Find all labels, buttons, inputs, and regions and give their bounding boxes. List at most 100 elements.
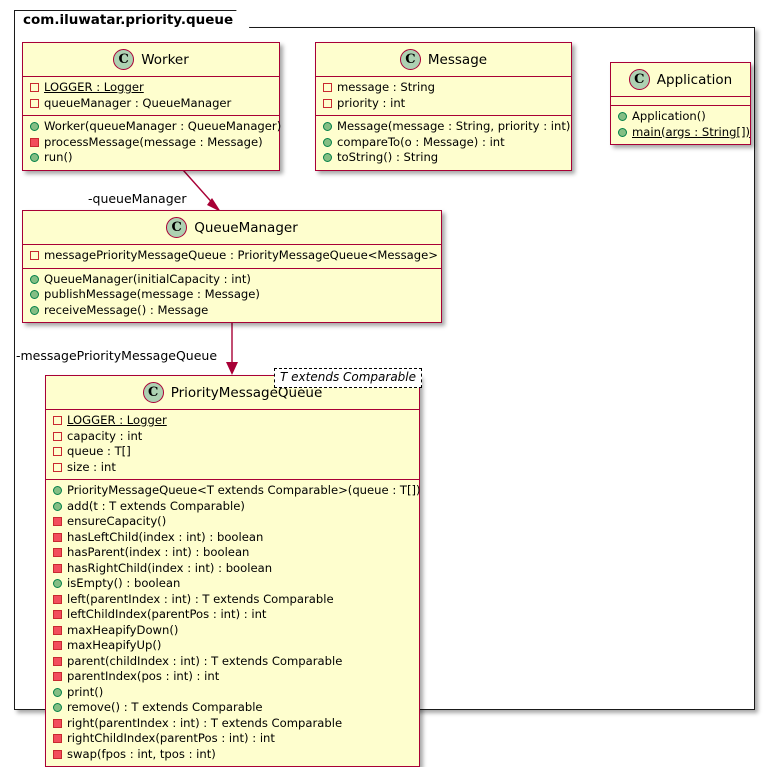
member-label: parentIndex(pos : int) : int	[67, 669, 220, 683]
member-label: QueueManager(initialCapacity : int)	[44, 271, 251, 286]
member-row: messagePriorityMessageQueue : PriorityMe…	[27, 248, 438, 264]
member-row: processMessage(message : Message)	[27, 135, 275, 151]
member-row: LOGGER : Logger	[27, 80, 275, 96]
public-visibility-icon	[323, 122, 332, 132]
member-label: swap(fpos : int, tpos : int)	[67, 746, 216, 761]
member-row: leftChildIndex(parentPos : int) : int	[50, 607, 415, 623]
private-method-icon	[53, 610, 62, 620]
class-box-queue-manager[interactable]: C QueueManager messagePriorityMessageQue…	[22, 210, 442, 323]
member-row: rightChildIndex(parentPos : int) : int	[50, 731, 415, 747]
member-label: capacity : int	[67, 428, 143, 443]
member-row: remove() : T extends Comparable	[50, 700, 415, 716]
class-title-worker: Worker	[141, 51, 189, 68]
member-row: hasParent(index : int) : boolean	[50, 545, 415, 561]
member-row: main(args : String[])	[615, 125, 750, 141]
member-label: ensureCapacity()	[67, 514, 167, 528]
public-visibility-icon	[53, 579, 62, 589]
fields-compartment-queue-manager: messagePriorityMessageQueue : PriorityMe…	[23, 244, 441, 268]
member-label: hasLeftChild(index : int) : boolean	[67, 529, 264, 544]
member-row: Worker(queueManager : QueueManager)	[27, 119, 281, 135]
private-method-icon	[53, 718, 62, 728]
public-visibility-icon	[618, 112, 627, 122]
member-row: Application()	[615, 109, 746, 125]
member-row: QueueManager(initialCapacity : int)	[27, 272, 437, 288]
public-visibility-icon	[30, 153, 39, 163]
member-label: size : int	[67, 459, 116, 474]
class-header-priority-message-queue: C PriorityMessageQueue	[46, 376, 419, 409]
private-field-icon	[53, 462, 62, 472]
member-row: message : String	[320, 80, 567, 96]
member-label: LOGGER : Logger	[44, 80, 144, 94]
member-row: maxHeapifyDown()	[50, 623, 415, 639]
member-row: Message(message : String, priority : int…	[320, 119, 571, 135]
member-row: hasRightChild(index : int) : boolean	[50, 561, 415, 577]
member-row: LOGGER : Logger	[50, 413, 415, 429]
class-box-application[interactable]: C Application Application()main(args : S…	[610, 62, 751, 145]
class-title-application: Application	[656, 71, 733, 88]
member-label: rightChildIndex(parentPos : int) : int	[67, 731, 275, 745]
public-visibility-icon	[30, 122, 39, 132]
member-label: messagePriorityMessageQueue : PriorityMe…	[44, 248, 438, 262]
member-label: right(parentIndex : int) : T extends Com…	[67, 715, 343, 730]
private-method-icon	[53, 594, 62, 604]
public-visibility-icon	[30, 305, 39, 315]
member-row: publishMessage(message : Message)	[27, 287, 437, 303]
private-field-icon	[323, 98, 332, 108]
member-label: remove() : T extends Comparable	[67, 700, 263, 714]
class-header-worker: C Worker	[23, 43, 279, 76]
member-row: capacity : int	[50, 429, 415, 445]
private-method-icon	[53, 517, 62, 527]
class-header-queue-manager: C QueueManager	[23, 211, 441, 244]
package-label: com.iluwatar.priority.queue	[14, 10, 250, 28]
member-label: maxHeapifyDown()	[67, 622, 179, 637]
member-label: hasParent(index : int) : boolean	[67, 545, 250, 559]
member-label: maxHeapifyUp()	[67, 638, 162, 652]
private-method-icon	[53, 656, 62, 666]
public-visibility-icon	[53, 687, 62, 697]
member-label: main(args : String[])	[632, 124, 751, 139]
member-label: parent(childIndex : int) : T extends Com…	[67, 653, 343, 668]
member-label: print()	[67, 684, 104, 699]
member-row: priority : int	[320, 96, 567, 112]
member-row: receiveMessage() : Message	[27, 303, 437, 319]
type-parameter-box: T extends Comparable	[274, 368, 423, 388]
member-row: maxHeapifyUp()	[50, 638, 415, 654]
member-row: compareTo(o : Message) : int	[320, 135, 567, 151]
private-method-icon	[53, 672, 62, 682]
member-row: toString() : String	[320, 150, 567, 166]
private-method-icon	[53, 532, 62, 542]
member-row: hasLeftChild(index : int) : boolean	[50, 530, 415, 546]
member-row: ensureCapacity()	[50, 514, 415, 530]
private-method-icon	[53, 548, 62, 558]
class-title-priority-message-queue: PriorityMessageQueue	[170, 384, 323, 401]
public-visibility-icon	[323, 137, 332, 147]
private-method-icon	[53, 749, 62, 759]
member-label: Application()	[632, 109, 706, 123]
member-label: receiveMessage() : Message	[44, 302, 209, 317]
link-label-message-priority-message-queue: -messagePriorityMessageQueue	[16, 348, 218, 363]
member-label: hasRightChild(index : int) : boolean	[67, 560, 273, 575]
private-field-icon	[30, 251, 39, 261]
member-row: swap(fpos : int, tpos : int)	[50, 747, 415, 763]
member-label: Message(message : String, priority : int…	[337, 119, 571, 133]
private-method-icon	[53, 734, 62, 744]
member-label: Worker(queueManager : QueueManager)	[44, 119, 282, 133]
member-row: add(t : T extends Comparable)	[50, 499, 415, 515]
private-field-icon	[30, 83, 39, 93]
member-label: LOGGER : Logger	[67, 413, 167, 427]
member-row: right(parentIndex : int) : T extends Com…	[50, 716, 415, 732]
public-visibility-icon	[53, 486, 62, 496]
member-label: processMessage(message : Message)	[44, 134, 263, 149]
public-visibility-icon	[53, 703, 62, 713]
class-header-application: C Application	[611, 63, 750, 96]
member-label: priority : int	[337, 95, 406, 110]
member-row: isEmpty() : boolean	[50, 576, 415, 592]
public-visibility-icon	[30, 290, 39, 300]
private-method-icon	[53, 563, 62, 573]
member-label: message : String	[337, 80, 435, 94]
class-stereotype-icon: C	[399, 49, 421, 70]
